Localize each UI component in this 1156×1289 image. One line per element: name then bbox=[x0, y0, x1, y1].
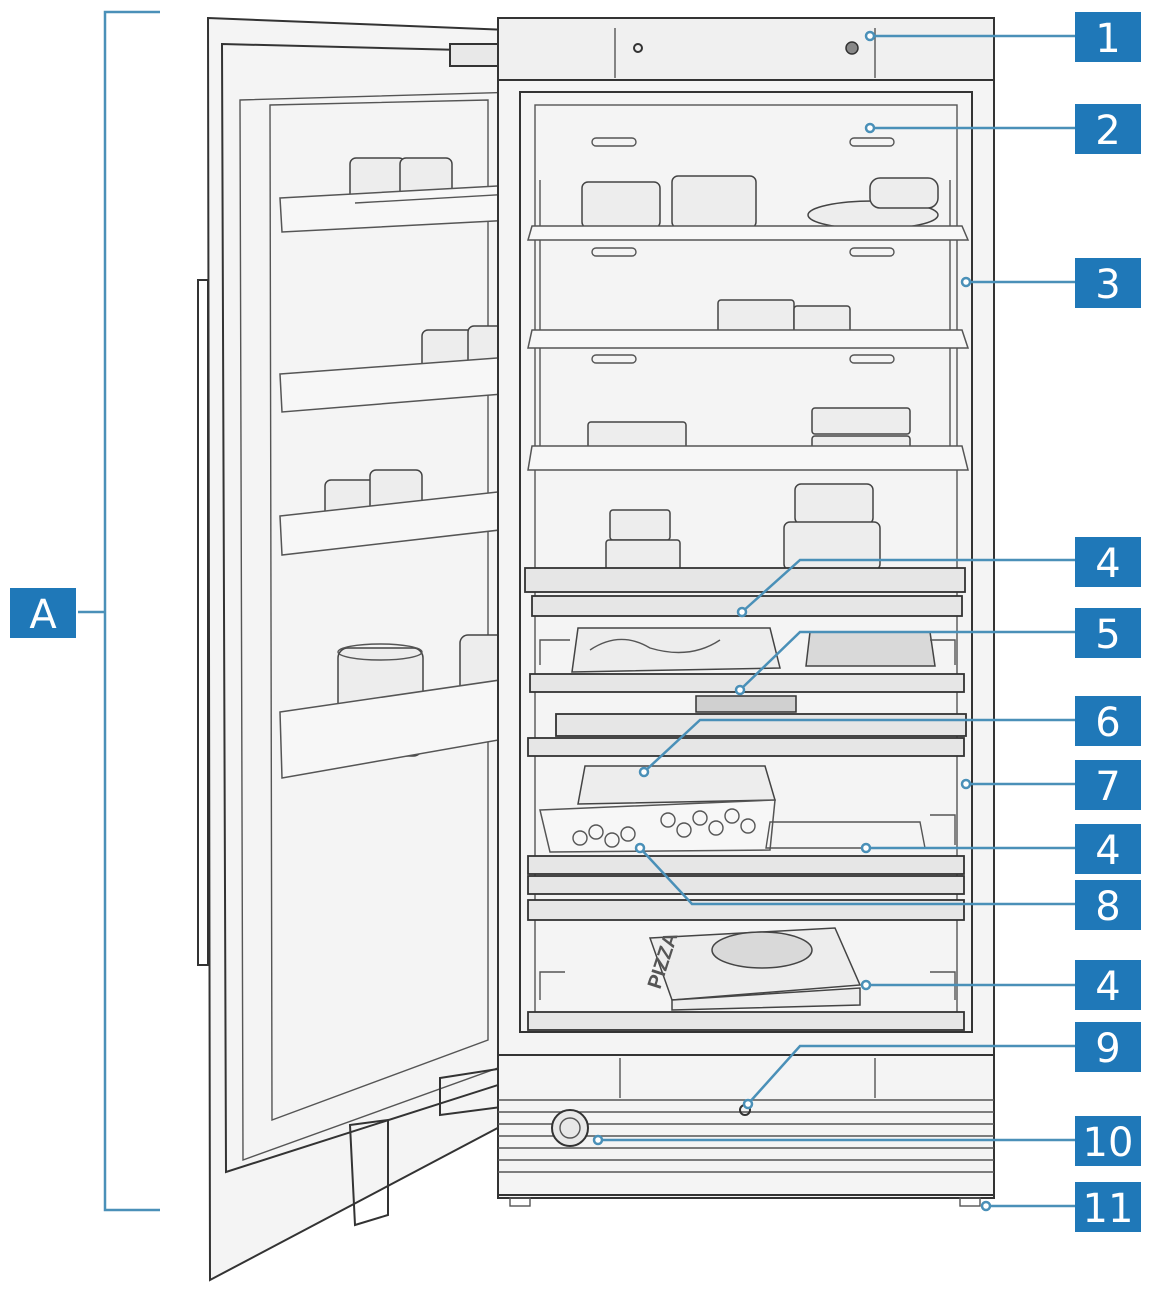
callout-badges: 1 2 3 4 5 6 7 4 bbox=[1075, 12, 1141, 1232]
callout-badge-10-label: 10 bbox=[1083, 1120, 1134, 1166]
callout-badge-5: 5 bbox=[1075, 608, 1141, 658]
callout-badge-7: 7 bbox=[1075, 760, 1141, 810]
ice-cubes bbox=[572, 808, 756, 848]
top-strip bbox=[497, 17, 995, 81]
glass-shelf-3 bbox=[527, 407, 969, 471]
glass-shelf-2 bbox=[527, 299, 970, 349]
callout-badge-1: 1 bbox=[1075, 12, 1141, 62]
callout-badge-6: 6 bbox=[1075, 696, 1141, 746]
callout-badge-4c-label: 4 bbox=[1095, 964, 1120, 1010]
callout-badge-4b-label: 4 bbox=[1095, 828, 1120, 874]
callout-badge-4c: 4 bbox=[1075, 960, 1141, 1010]
callout-lines bbox=[592, 30, 1075, 1212]
grille-knob bbox=[551, 1109, 589, 1147]
callout-badge-6-label: 6 bbox=[1095, 700, 1120, 746]
top-control-knob bbox=[845, 41, 859, 55]
callout-badge-9: 9 bbox=[1075, 1022, 1141, 1072]
callout-badge-2: 2 bbox=[1075, 104, 1141, 154]
callout-badge-2-label: 2 bbox=[1095, 108, 1120, 154]
callout-badge-4b: 4 bbox=[1075, 824, 1141, 874]
callout-badge-11: 11 bbox=[1075, 1182, 1141, 1232]
drawer-2 bbox=[527, 737, 965, 875]
callout-badge-4a-label: 4 bbox=[1095, 541, 1120, 587]
callout-badge-3: 3 bbox=[1075, 258, 1141, 308]
bracket-a: A bbox=[10, 10, 160, 1212]
callout-badge-8: 8 bbox=[1075, 880, 1141, 930]
door bbox=[197, 16, 561, 1282]
pizza-box: PIZZA bbox=[644, 927, 862, 1011]
callout-badge-3-label: 3 bbox=[1095, 262, 1120, 308]
drawer-3: PIZZA bbox=[527, 899, 965, 1031]
callout-badge-7-label: 7 bbox=[1095, 764, 1120, 810]
glass-shelf-1 bbox=[527, 175, 970, 241]
callout-badge-10: 10 bbox=[1075, 1116, 1141, 1166]
callout-badge-8-label: 8 bbox=[1095, 884, 1120, 930]
badge-a-label: A bbox=[29, 592, 57, 638]
door-bin-2 bbox=[279, 325, 553, 413]
callout-badge-5-label: 5 bbox=[1095, 612, 1120, 658]
callout-badge-9-label: 9 bbox=[1095, 1026, 1120, 1072]
badge-a bbox=[10, 588, 76, 638]
callout-badge-11-label: 11 bbox=[1083, 1186, 1134, 1232]
door-bin-1 bbox=[279, 157, 553, 233]
callout-badge-1-label: 1 bbox=[1095, 16, 1120, 62]
display-panel bbox=[695, 695, 797, 713]
callout-badge-4a: 4 bbox=[1075, 537, 1141, 587]
